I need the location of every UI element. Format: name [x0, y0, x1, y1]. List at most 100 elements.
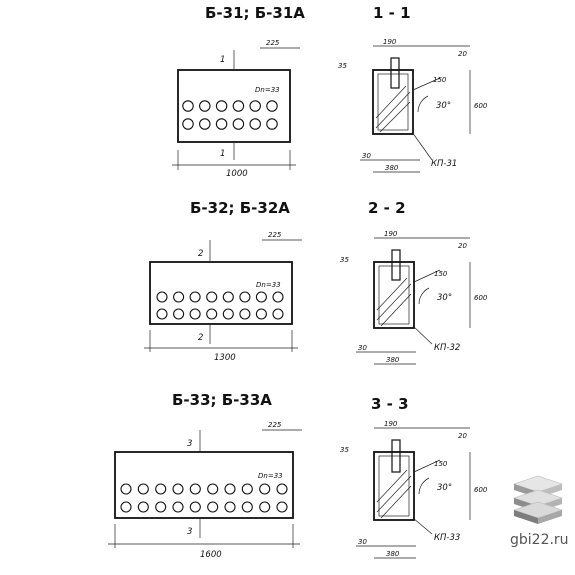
part-label: КП-32: [434, 343, 460, 353]
section-angle: 30°: [437, 293, 452, 303]
lifting-loop: [391, 249, 401, 281]
section-outline: [372, 69, 414, 135]
angle-arc: [417, 95, 429, 113]
length-dimension: 1000: [226, 169, 248, 179]
hole: [189, 483, 201, 495]
hole: [120, 483, 132, 495]
hole: [120, 501, 132, 513]
section-inner: [378, 455, 410, 517]
hatch-line: [375, 85, 407, 119]
hole: [215, 100, 228, 112]
hatch-line: [380, 485, 412, 519]
hole: [266, 100, 278, 112]
section-marker: 1: [220, 149, 225, 159]
hatch-line: [376, 475, 412, 513]
hole: [224, 501, 236, 513]
hatch-line: [379, 101, 411, 133]
hole: [206, 291, 218, 303]
hole: [239, 291, 251, 303]
hole: [249, 118, 261, 130]
section-bottom: 30: [362, 152, 371, 160]
hole: [155, 483, 167, 495]
hole: [172, 501, 184, 513]
hole: [249, 100, 261, 112]
hole: [222, 308, 234, 320]
section-width: 190: [383, 38, 397, 46]
watermark-text: gbi22.ru: [510, 532, 569, 548]
hole: [206, 308, 218, 320]
section-left: 35: [340, 256, 349, 264]
hatch-line: [376, 469, 408, 503]
hole: [156, 308, 168, 320]
plan-outline: [149, 261, 293, 325]
hole: [255, 291, 267, 303]
section-marker: 2: [198, 333, 203, 343]
block-title: Б-31; Б-31А: [205, 4, 305, 22]
hole: [189, 308, 201, 320]
section-title: 2 - 2: [368, 199, 406, 217]
hole-diameter-label: Dn=33: [258, 472, 283, 480]
section-height: 600: [474, 486, 488, 494]
stacked-slabs-icon: [513, 475, 563, 524]
leader-line: [412, 517, 433, 535]
section-marker: 3: [187, 439, 192, 449]
section-inner: [377, 73, 409, 131]
hole: [172, 483, 184, 495]
hole: [215, 118, 228, 130]
hole: [255, 308, 267, 320]
section-width: 190: [384, 230, 398, 238]
hole: [156, 291, 168, 303]
hatch-line: [376, 283, 412, 321]
hole: [272, 291, 284, 303]
hole: [222, 291, 234, 303]
section-top: 20: [458, 242, 467, 250]
section-angle: 30°: [437, 483, 452, 493]
section-marker: 2: [198, 249, 203, 259]
block-title: Б-33; Б-33А: [172, 391, 272, 409]
hole-diameter-label: Dn=33: [256, 281, 281, 289]
hole: [259, 483, 271, 495]
section-left: 35: [338, 62, 347, 70]
section-diag: 150: [434, 270, 448, 278]
leader-line: [411, 131, 433, 161]
hole: [199, 118, 211, 130]
block-1: Б-31; Б-31А 1 - 1 1000 225 Dn=33 1 1: [172, 4, 488, 179]
section-diag: 150: [434, 460, 448, 468]
hole: [207, 501, 219, 513]
section-bottom: 30: [358, 344, 367, 352]
hole: [182, 118, 194, 130]
section-height: 600: [474, 294, 488, 302]
section-width: 190: [384, 420, 398, 428]
section-title: 1 - 1: [373, 4, 411, 22]
hole: [173, 291, 185, 303]
offset-dimension: 225: [268, 231, 282, 239]
hatch-line: [380, 293, 412, 327]
block-2: Б-32; Б-32А 2 - 2 1300 225 Dn=33 2 2 190…: [144, 199, 488, 365]
length-dimension: 1300: [214, 353, 236, 363]
hole: [276, 483, 288, 495]
offset-dimension: 225: [268, 421, 282, 429]
section-top: 20: [458, 432, 467, 440]
section-outline: [373, 261, 415, 329]
hole: [276, 501, 288, 513]
lifting-loop: [391, 439, 401, 473]
leader-line: [412, 77, 441, 91]
hole: [272, 308, 284, 320]
hole: [241, 483, 253, 495]
length-dimension: 1600: [200, 550, 222, 560]
section-base: 380: [386, 550, 400, 558]
section-marker: 3: [187, 527, 192, 537]
hole: [266, 118, 278, 130]
hole: [137, 501, 149, 513]
angle-arc: [418, 287, 430, 305]
hole: [207, 483, 219, 495]
hole: [137, 483, 149, 495]
section-base: 380: [386, 356, 400, 364]
hole: [173, 308, 185, 320]
hole: [232, 100, 245, 112]
section-left: 35: [340, 446, 349, 454]
section-marker: 1: [220, 55, 225, 65]
section-inner: [378, 265, 410, 325]
